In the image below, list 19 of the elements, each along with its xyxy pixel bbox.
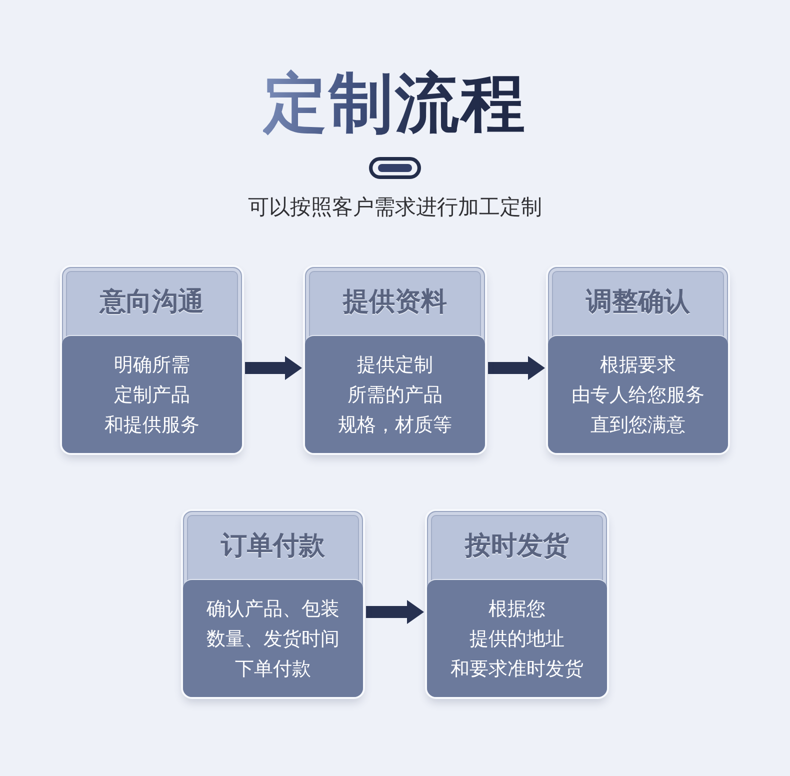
description-panel: 根据要求由专人给您服务直到您满意 (548, 335, 728, 453)
arrow (366, 600, 424, 624)
step-title: 按时发货 (465, 530, 569, 563)
description-panel: 提供定制所需的产品规格，材质等 (305, 335, 485, 453)
step-card (427, 511, 607, 697)
step-title: 调整确认 (586, 286, 690, 319)
arrow (245, 356, 302, 380)
step-card (548, 267, 728, 453)
arrow (488, 356, 545, 380)
step-card (62, 267, 242, 453)
subtitle: 可以按照客户需求进行加工定制 (248, 194, 542, 221)
step-title: 订单付款 (221, 530, 325, 563)
step-title: 提供资料 (343, 286, 447, 319)
description-panel: 确认产品、包装数量、发货时间下单付款 (183, 579, 363, 697)
step-card (183, 511, 363, 697)
step-card (305, 267, 485, 453)
description-panel: 明确所需定制产品和提供服务 (62, 335, 242, 453)
description-panel: 根据您提供的地址和要求准时发货 (427, 579, 607, 697)
step-title: 意向沟通 (100, 286, 204, 319)
